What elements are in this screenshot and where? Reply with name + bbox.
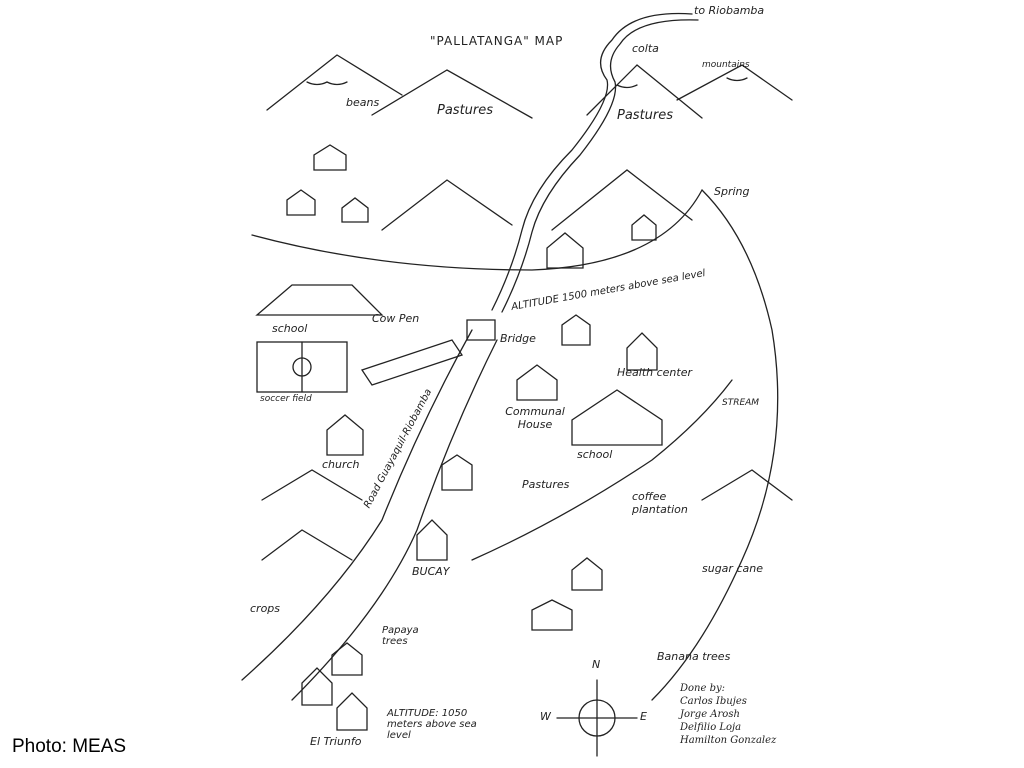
label-banana-trees: Banana trees: [657, 650, 731, 663]
photo-credit: Photo: MEAS: [12, 736, 127, 757]
map-sketch: [241, 12, 793, 757]
map-title: "PALLATANGA" MAP: [430, 34, 564, 48]
river: [491, 12, 699, 313]
cow-pen-sketch: [360, 339, 464, 386]
label-cow-pen: Cow Pen: [372, 312, 420, 325]
map-authors: Done by: Carlos Ibujes Jorge Arosh Delfi…: [680, 682, 776, 747]
stream-line: [651, 189, 779, 701]
label-spring: Spring: [714, 185, 750, 198]
label-to-riobamba: to Riobamba: [694, 4, 765, 17]
label-school-mid: school: [577, 448, 613, 461]
label-sugar-cane: sugar cane: [702, 562, 763, 575]
label-pastures-low: Pastures: [522, 478, 570, 491]
compass-rose: [556, 679, 638, 757]
label-colta: colta: [632, 42, 659, 55]
label-beans: beans: [346, 96, 380, 109]
label-school-top: school: [272, 322, 308, 335]
hand-drawn-community-map: "PALLATANGA" MAP to Riobamba colta mount…: [232, 0, 802, 768]
label-health-center: Health center: [617, 366, 693, 379]
label-papaya-trees: Papaya trees: [382, 625, 419, 647]
mountains: [261, 54, 793, 561]
author-name: Jorge Arosh: [680, 709, 740, 720]
compass-west: W: [540, 710, 551, 723]
label-pastures-left: Pastures: [437, 103, 494, 118]
compass-north: N: [592, 658, 601, 671]
label-pastures-right: Pastures: [617, 108, 674, 123]
authors-heading: Done by:: [680, 683, 725, 694]
label-bucay: BUCAY: [412, 565, 450, 578]
author-name: Hamilton Gonzalez: [680, 735, 777, 746]
author-name: Carlos Ibujes: [680, 696, 747, 707]
label-communal-house: Communal House: [505, 405, 565, 431]
upper-road: [251, 189, 703, 271]
houses: [255, 144, 663, 731]
label-coffee-plantation: coffee plantation: [632, 490, 688, 516]
label-bridge: Bridge: [500, 332, 536, 345]
slope-line: [471, 379, 733, 561]
label-church: church: [322, 458, 360, 471]
author-name: Delfilio Loja: [680, 722, 742, 733]
label-soccer-field: soccer field: [260, 394, 312, 404]
main-road: [241, 319, 498, 701]
label-stream: STREAM: [722, 398, 760, 408]
label-crops: crops: [250, 602, 281, 615]
label-el-triunfo: El Triunfo: [310, 735, 362, 748]
compass-east: E: [640, 710, 647, 723]
label-altitude-1050: ALTITUDE: 1050 meters above sea level: [387, 708, 477, 741]
label-mountains: mountains: [702, 60, 750, 70]
bridge-mark: [466, 319, 496, 341]
